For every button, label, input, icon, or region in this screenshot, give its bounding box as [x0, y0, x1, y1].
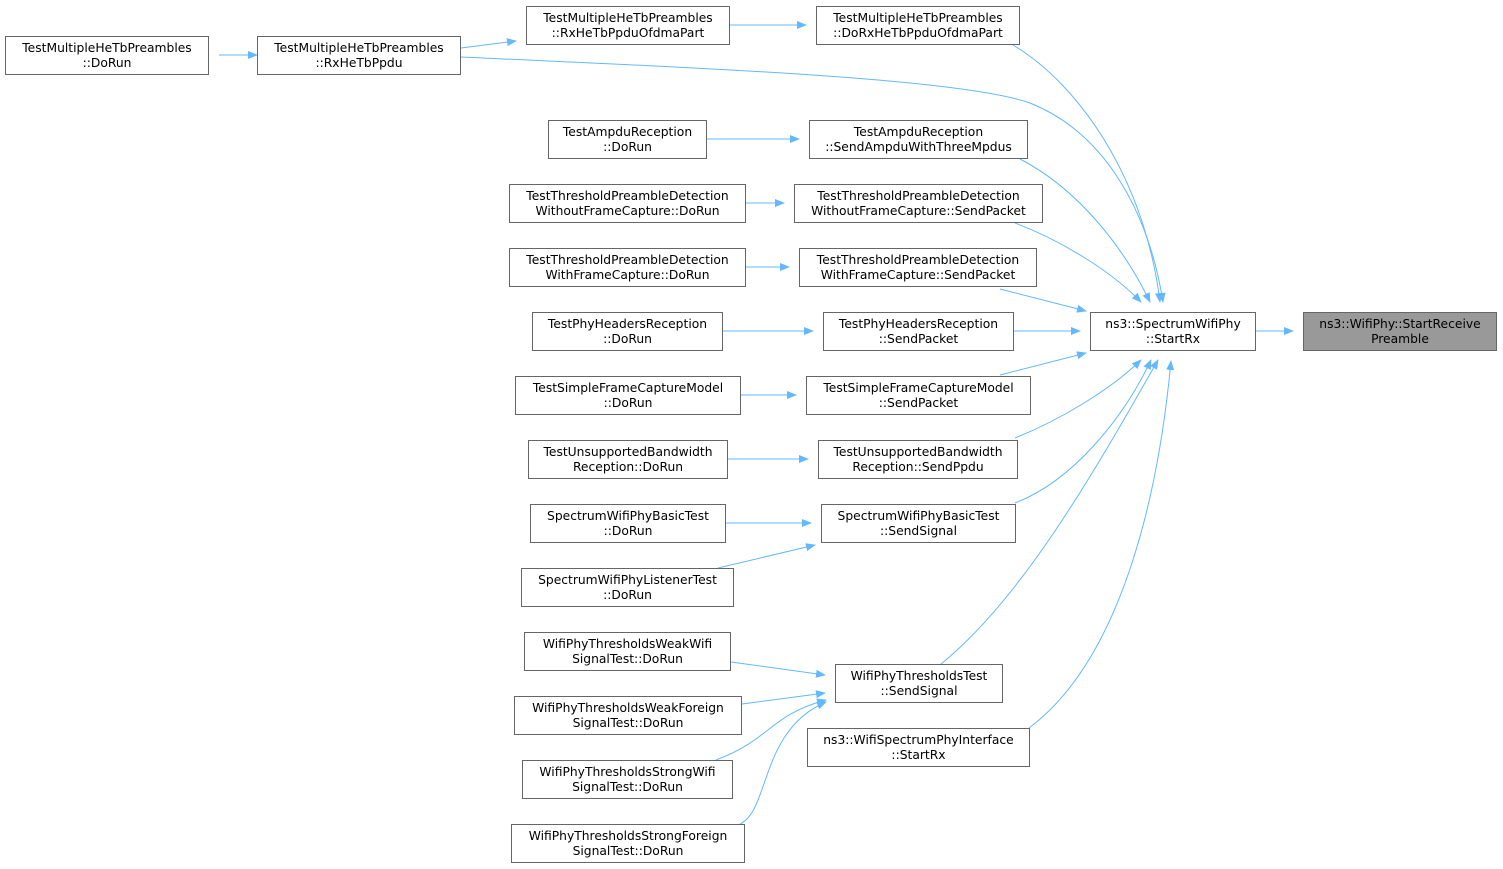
node-label-line1: ns3::WifiSpectrumPhyInterface: [823, 732, 1014, 747]
edge-rxppdu-to-rxofdma: [460, 38, 517, 49]
node-label-line2: ::SendPacket: [878, 395, 959, 410]
node-label-line1: TestThresholdPreambleDetection: [816, 252, 1020, 267]
node-wt-send[interactable]: WifiPhyThresholdsTest ::SendSignal: [835, 664, 1003, 703]
node-label-line2: ::SendSignal: [879, 523, 958, 538]
node-label-line1: TestSimpleFrameCaptureModel: [532, 380, 724, 395]
node-label-line2: ::DoRun: [603, 587, 652, 602]
node-label-line1: TestUnsupportedBandwidth: [543, 444, 713, 459]
node-wtw-dorun[interactable]: WifiPhyThresholdsWeakWifi SignalTest::Do…: [524, 632, 731, 671]
edge-ubw-send-to-startrx: [1014, 359, 1142, 439]
node-swb-send[interactable]: SpectrumWifiPhyBasicTest ::SendSignal: [821, 504, 1016, 543]
node-tpd-wo-send[interactable]: TestThresholdPreambleDetection WithoutFr…: [794, 184, 1043, 223]
edge-wtf-to-wtsend: [741, 690, 826, 705]
node-wtf-dorun[interactable]: WifiPhyThresholdsWeakForeign SignalTest:…: [514, 696, 742, 735]
node-label-line1: ns3::WifiPhy::StartReceive: [1319, 316, 1481, 331]
node-label-line2: ::StartRx: [891, 747, 946, 762]
node-label-line1: TestUnsupportedBandwidth: [833, 444, 1003, 459]
node-mhe-rxheppdu[interactable]: TestMultipleHeTbPreambles ::RxHeTbPpdu: [257, 36, 461, 75]
node-label-line1: TestThresholdPreambleDetection: [817, 188, 1020, 203]
node-label-line2: ::DoRun: [603, 395, 653, 410]
node-label-line1: TestMultipleHeTbPreambles: [833, 10, 1003, 25]
node-sfc-dorun[interactable]: TestSimpleFrameCaptureModel ::DoRun: [515, 376, 741, 415]
node-label-line1: WifiPhyThresholdsStrongForeign: [528, 828, 728, 843]
edge-tpdw-send-to-startrx: [999, 288, 1087, 313]
node-ubw-send[interactable]: TestUnsupportedBandwidth Reception::Send…: [818, 440, 1018, 479]
node-label-line2: Reception::SendPpdu: [852, 459, 984, 474]
node-label-line1: SpectrumWifiPhyBasicTest: [547, 508, 709, 523]
node-label-line1: TestThresholdPreambleDetection: [526, 252, 729, 267]
node-label-line2: ::DoRun: [603, 523, 653, 538]
edge-sfc-send-to-startrx: [999, 351, 1087, 376]
node-label-line2: ::DoRxHeTbPpduOfdmaPart: [833, 25, 1003, 40]
node-label-line2: SignalTest::DoRun: [572, 843, 684, 858]
edge-rxppdu-to-startrx: [460, 56, 1166, 303]
node-swb-dorun[interactable]: SpectrumWifiPhyBasicTest ::DoRun: [530, 504, 726, 543]
node-label-line1: TestMultipleHeTbPreambles: [22, 40, 192, 55]
node-label-line1: SpectrumWifiPhyListenerTest: [538, 572, 717, 587]
node-label-line2: SignalTest::DoRun: [572, 779, 683, 794]
node-mhe-dorxofdmapart[interactable]: TestMultipleHeTbPreambles ::DoRxHeTbPpdu…: [816, 6, 1020, 45]
node-label-line1: WifiPhyThresholdsTest: [850, 668, 988, 683]
edge-wtw-to-wtsend: [730, 661, 826, 678]
node-tpd-w-send[interactable]: TestThresholdPreambleDetection WithFrame…: [799, 248, 1037, 287]
node-label-line1: TestAmpduReception: [562, 124, 693, 139]
node-label-line2: ::DoRun: [603, 139, 652, 154]
node-label-line1: TestMultipleHeTbPreambles: [543, 10, 713, 25]
node-ampdu-dorun[interactable]: TestAmpduReception ::DoRun: [548, 120, 707, 159]
node-label-line2: WithFrameCapture::DoRun: [545, 267, 710, 282]
edge-wsf-to-wtsend: [739, 701, 827, 825]
edge-swb-send-to-startrx: [1014, 359, 1152, 504]
edge-dorxofdma-to-startrx: [1012, 44, 1163, 303]
edge-wspi-to-startrx: [1028, 360, 1175, 729]
node-label-line1: TestSimpleFrameCaptureModel: [823, 380, 1014, 395]
node-phr-send[interactable]: TestPhyHeadersReception ::SendPacket: [823, 312, 1014, 351]
node-label-line2: Reception::DoRun: [572, 459, 684, 474]
edge-swl-dorun-to-swbsend: [717, 543, 816, 569]
node-label-line2: ::SendSignal: [880, 683, 958, 698]
node-label-line2: Preamble: [1371, 331, 1429, 346]
node-phr-dorun[interactable]: TestPhyHeadersReception ::DoRun: [532, 312, 723, 351]
node-label-line2: SignalTest::DoRun: [572, 715, 684, 730]
edge-tpdwo-send-to-startrx: [1014, 222, 1142, 303]
node-spectrumwifiphy-startrx[interactable]: ns3::SpectrumWifiPhy ::StartRx: [1090, 312, 1256, 351]
node-label-line2: ::SendPacket: [878, 331, 959, 346]
node-label-line1: TestMultipleHeTbPreambles: [274, 40, 444, 55]
node-mhe-dorun[interactable]: TestMultipleHeTbPreambles ::DoRun: [5, 36, 209, 75]
node-label-line1: WifiPhyThresholdsWeakForeign: [532, 700, 724, 715]
node-label-line2: WithFrameCapture::SendPacket: [820, 267, 1016, 282]
node-tpd-w-dorun[interactable]: TestThresholdPreambleDetection WithFrame…: [509, 248, 746, 287]
node-tpd-wo-dorun[interactable]: TestThresholdPreambleDetection WithoutFr…: [509, 184, 746, 223]
node-label-line1: TestAmpduReception: [853, 124, 984, 139]
node-label-line1: SpectrumWifiPhyBasicTest: [837, 508, 1000, 523]
node-label-line2: WithoutFrameCapture::DoRun: [535, 203, 720, 218]
node-label-line2: ::DoRun: [603, 331, 652, 346]
edge-wtsend-to-startrx: [940, 359, 1159, 665]
node-label-line1: WifiPhyThresholdsWeakWifi: [542, 636, 713, 651]
node-label-line1: TestPhyHeadersReception: [547, 316, 708, 331]
node-label-line2: ::RxHeTbPpduOfdmaPart: [551, 25, 705, 40]
node-wsw-dorun[interactable]: WifiPhyThresholdsStrongWifi SignalTest::…: [522, 760, 733, 799]
node-label-line2: ::RxHeTbPpdu: [315, 55, 403, 70]
node-label-line2: SignalTest::DoRun: [572, 651, 683, 666]
node-focus-startreceivepreamble: ns3::WifiPhy::StartReceive Preamble: [1303, 312, 1497, 351]
node-label-line1: WifiPhyThresholdsStrongWifi: [539, 764, 716, 779]
node-wspi-startrx[interactable]: ns3::WifiSpectrumPhyInterface ::StartRx: [807, 728, 1030, 767]
node-label-line1: TestPhyHeadersReception: [838, 316, 999, 331]
node-label-line2: WithoutFrameCapture::SendPacket: [811, 203, 1026, 218]
node-label-line1: TestThresholdPreambleDetection: [526, 188, 729, 203]
node-label-line1: ns3::SpectrumWifiPhy: [1105, 316, 1241, 331]
edge-wsw-to-wtsend: [715, 698, 827, 761]
node-label-line2: ::StartRx: [1145, 331, 1201, 346]
node-swl-dorun[interactable]: SpectrumWifiPhyListenerTest ::DoRun: [521, 568, 734, 607]
node-mhe-rxofdmapart[interactable]: TestMultipleHeTbPreambles ::RxHeTbPpduOf…: [526, 6, 730, 45]
node-ubw-dorun[interactable]: TestUnsupportedBandwidth Reception::DoRu…: [528, 440, 728, 479]
node-wsf-dorun[interactable]: WifiPhyThresholdsStrongForeign SignalTes…: [511, 824, 745, 863]
node-label-line2: ::DoRun: [82, 55, 132, 70]
node-sfc-send[interactable]: TestSimpleFrameCaptureModel ::SendPacket: [806, 376, 1031, 415]
node-label-line2: ::SendAmpduWithThreeMpdus: [825, 139, 1012, 154]
edge-ampdu-send-to-startrx: [1019, 158, 1151, 303]
node-ampdu-send[interactable]: TestAmpduReception ::SendAmpduWithThreeM…: [809, 120, 1028, 159]
